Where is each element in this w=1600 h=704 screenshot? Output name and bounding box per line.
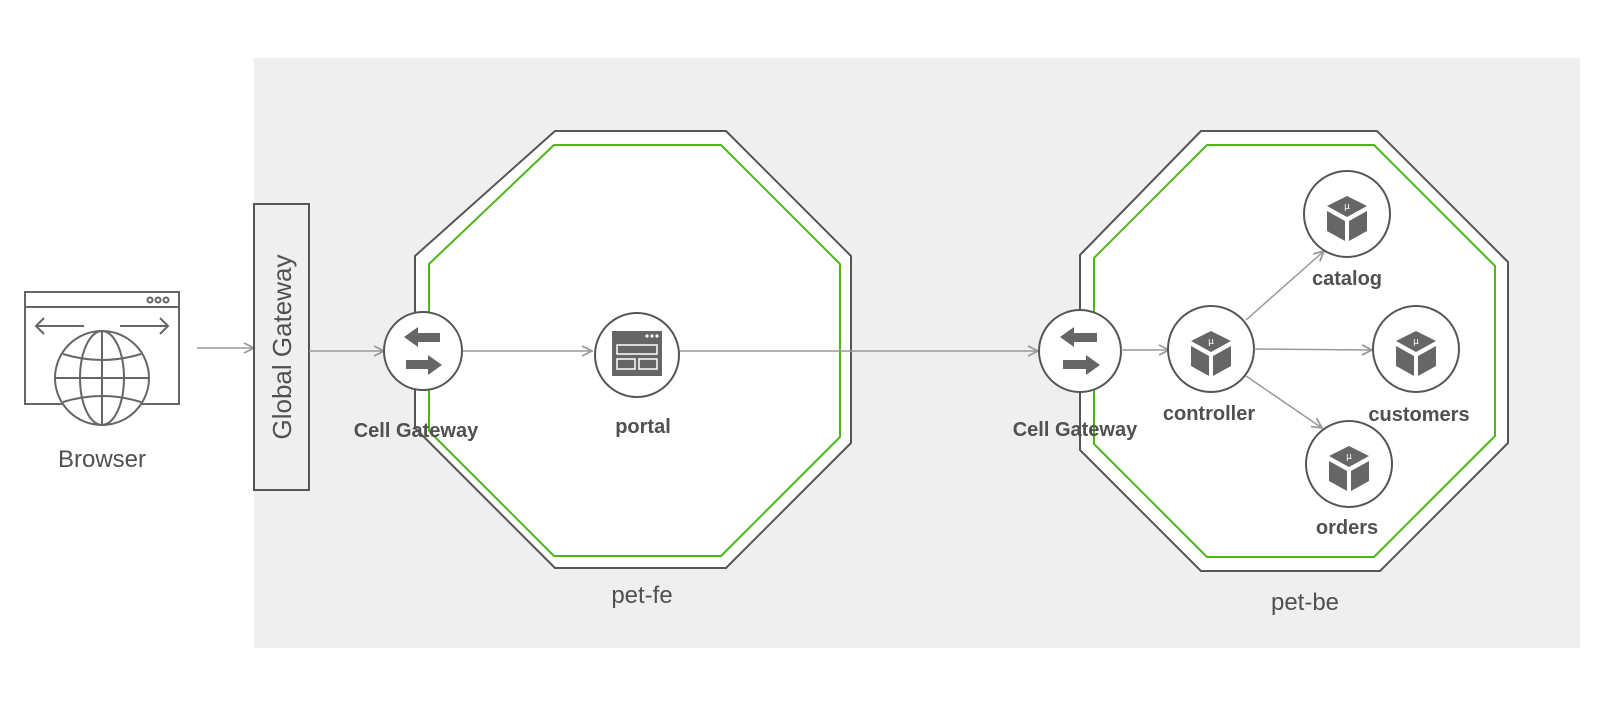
arrow-controller-to-customers	[1253, 349, 1372, 350]
global-gateway-label: Global Gateway	[267, 255, 297, 440]
swap-arrows-icon	[1060, 327, 1100, 375]
browser-icon	[24, 291, 180, 426]
cell-pet-fe-label: pet-fe	[611, 582, 672, 609]
globe-icon	[54, 330, 150, 426]
customers-node: μ	[1372, 305, 1460, 393]
portal-node	[594, 312, 680, 398]
orders-label: orders	[1316, 517, 1378, 539]
svg-text:μ: μ	[1413, 337, 1419, 347]
fe-cell-gateway	[383, 311, 463, 391]
be-cell-gateway	[1038, 309, 1122, 393]
svg-text:μ: μ	[1344, 202, 1350, 212]
be-cell-gateway-label: Cell Gateway	[1013, 419, 1138, 441]
orders-node: μ	[1305, 420, 1393, 508]
controller-label: controller	[1163, 403, 1255, 425]
svg-text:μ: μ	[1208, 337, 1214, 347]
browser-label: Browser	[58, 446, 146, 473]
controller-node: μ	[1167, 305, 1255, 393]
catalog-node: μ	[1303, 170, 1391, 258]
microservice-cube-icon: μ	[1329, 446, 1369, 491]
swap-arrows-icon	[404, 327, 442, 375]
portal-label: portal	[615, 416, 671, 438]
microservice-cube-icon: μ	[1396, 331, 1436, 376]
microservice-cube-icon: μ	[1191, 331, 1231, 376]
arrow-controller-to-catalog	[1245, 251, 1324, 321]
cell-pet-be-label: pet-be	[1271, 589, 1339, 616]
customers-label: customers	[1368, 404, 1469, 426]
microservice-cube-icon: μ	[1327, 196, 1367, 241]
fe-cell-gateway-label: Cell Gateway	[354, 420, 479, 442]
global-gateway-box	[253, 203, 310, 491]
web-page-icon	[612, 331, 662, 376]
svg-text:μ: μ	[1346, 452, 1352, 462]
cell-pet-be	[1079, 130, 1509, 572]
arrow-controller-to-orders	[1245, 375, 1322, 428]
catalog-label: catalog	[1312, 268, 1382, 290]
